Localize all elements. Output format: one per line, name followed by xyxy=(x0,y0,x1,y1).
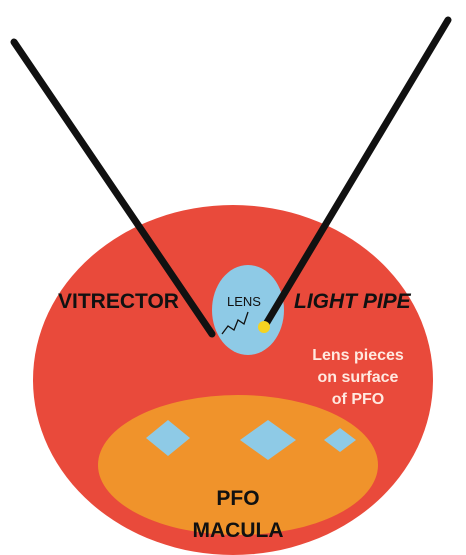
pfo-label: PFO xyxy=(216,487,259,510)
lens-pieces-label-line3: of PFO xyxy=(332,391,384,408)
lens-fragment-3 xyxy=(324,428,356,452)
lens-label: LENS xyxy=(227,294,261,309)
light-pipe-tip xyxy=(258,321,270,333)
lens-fragment-1 xyxy=(146,420,190,456)
vitrector-instrument xyxy=(10,38,216,338)
lens-pieces-label-line2: on surface xyxy=(318,369,399,386)
lens-pieces-label-line1: Lens pieces xyxy=(312,347,404,364)
lens-fragment-2 xyxy=(240,420,296,460)
lens-crack xyxy=(221,311,249,335)
pfo-layer xyxy=(98,395,378,535)
light-pipe-label: LIGHT PIPE xyxy=(294,290,412,313)
macula-label: MACULA xyxy=(193,519,284,542)
vitrector-label: VITRECTOR xyxy=(58,290,179,313)
light-pipe-instrument xyxy=(262,16,452,328)
